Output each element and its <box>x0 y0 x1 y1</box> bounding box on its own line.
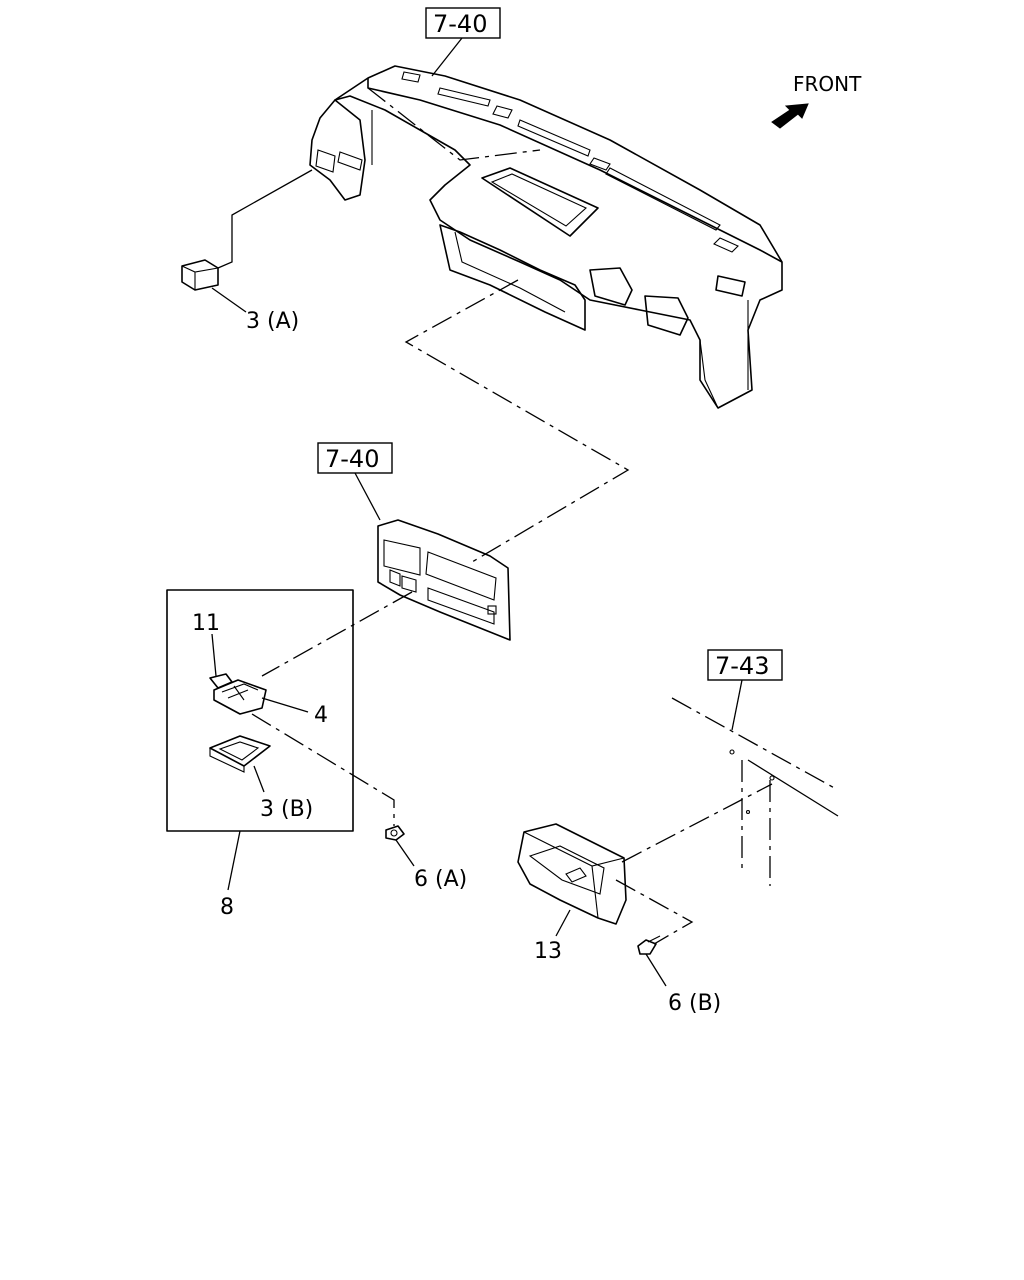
front-label: FRONT <box>793 72 862 96</box>
callout-6a: 6 (A) <box>414 867 467 892</box>
tray-3b <box>209 735 271 773</box>
reference-box-right: 7-43 <box>707 649 783 681</box>
callout-3b: 3 (B) <box>260 797 313 822</box>
part-11 <box>209 673 233 689</box>
callout-6b: 6 (B) <box>668 991 721 1016</box>
reference-box-top: 7-40 <box>425 7 501 39</box>
front-arrow-icon <box>771 103 809 129</box>
reference-label-top: 7-40 <box>433 10 487 38</box>
callout-3a: 3 (A) <box>246 309 299 334</box>
lower-panel-outline <box>671 697 839 886</box>
callout-13: 13 <box>534 939 562 964</box>
callout-8: 8 <box>220 895 234 920</box>
reference-box-mid: 7-40 <box>317 442 393 474</box>
callout-11: 11 <box>192 611 220 636</box>
clip-6a <box>385 825 405 841</box>
instrument-panel <box>309 65 783 409</box>
kit-box <box>166 589 354 832</box>
reference-label-mid: 7-40 <box>325 445 379 473</box>
pocket-13 <box>517 823 627 925</box>
center-bezel <box>377 519 511 641</box>
reference-label-right: 7-43 <box>715 652 769 680</box>
callout-4: 4 <box>314 703 328 728</box>
switch-3a <box>181 259 219 291</box>
part-4 <box>213 679 267 715</box>
screw-6b <box>637 935 661 955</box>
